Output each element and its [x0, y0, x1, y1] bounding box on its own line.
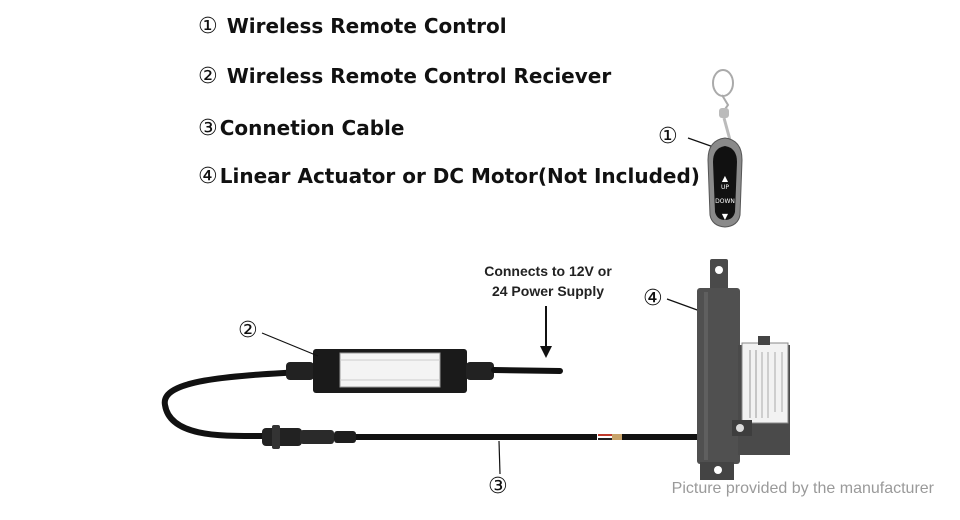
- power-supply-note: Connects to 12V or 24 Power Supply: [468, 261, 628, 301]
- legend-number: ①: [198, 14, 218, 39]
- power-supply-line1: Connects to 12V or: [484, 263, 612, 279]
- wire-ends: [598, 434, 622, 440]
- svg-text:▲: ▲: [722, 174, 729, 183]
- power-cable: [491, 367, 563, 374]
- callout-remote: ①: [658, 124, 678, 149]
- legend-text: Wireless Remote Control: [226, 14, 507, 38]
- receiver-box: [286, 349, 494, 393]
- legend-text: Connetion Cable: [219, 116, 405, 140]
- image-credit: Picture provided by the manufacturer: [671, 480, 934, 497]
- legend-text: Wireless Remote Control Reciever: [226, 64, 612, 88]
- legend-number: ④: [198, 164, 218, 189]
- remote-control: ▲ ▼: [707, 69, 743, 228]
- callout-receiver: ②: [238, 318, 258, 343]
- legend-number: ③: [198, 116, 218, 141]
- callout-actuator: ④: [643, 286, 663, 311]
- legend-text: Linear Actuator or DC Motor(Not Included…: [219, 164, 700, 188]
- remote-down-label: DOWN: [715, 198, 735, 205]
- remote-up-label: UP: [720, 184, 729, 191]
- legend-item-remote: ① Wireless Remote Control: [198, 14, 507, 39]
- legend-number: ②: [198, 64, 218, 89]
- supply-arrow: [540, 306, 552, 358]
- connection-cable: [161, 369, 303, 440]
- power-supply-line2: 24 Power Supply: [491, 283, 605, 299]
- linear-actuator: [697, 259, 790, 480]
- callout-cable: ③: [488, 474, 508, 499]
- legend-item-receiver: ② Wireless Remote Control Reciever: [198, 64, 611, 89]
- cable-connector: [262, 425, 356, 449]
- svg-text:▼: ▼: [722, 212, 729, 221]
